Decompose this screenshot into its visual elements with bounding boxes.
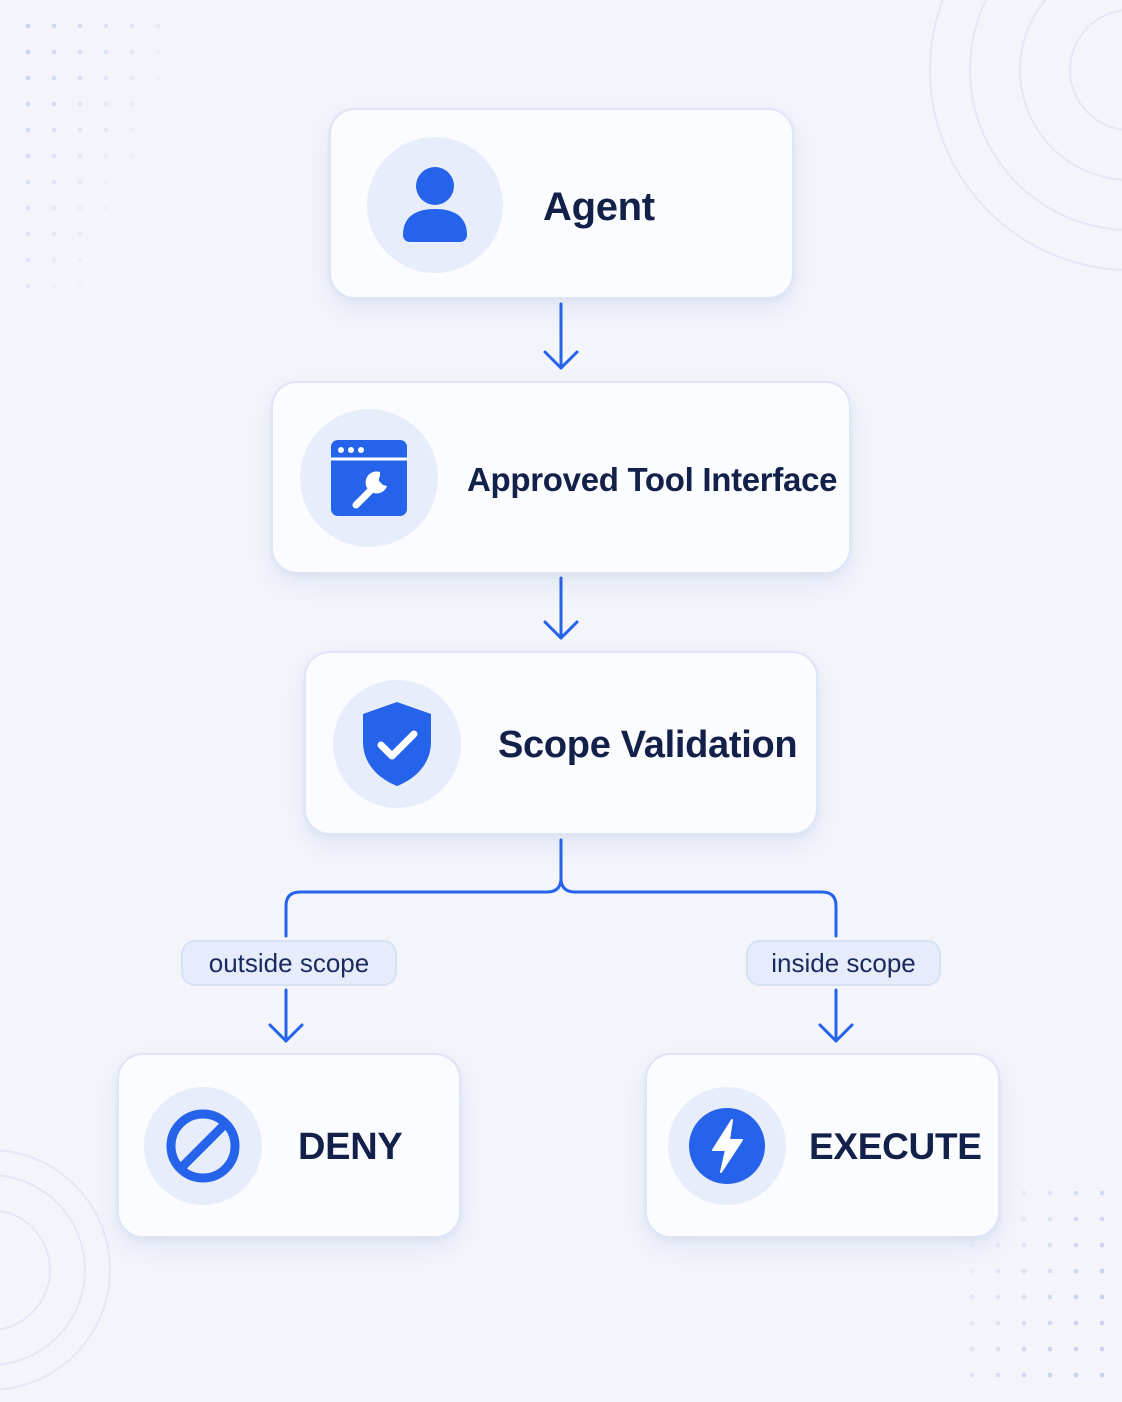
arrow-to-execute	[818, 988, 854, 1043]
outside-scope-badge: outside scope	[181, 940, 397, 986]
arc-rings-top-right	[929, 0, 1122, 271]
dot-grid-top-left	[25, 23, 161, 289]
scope-icon-badge	[333, 680, 461, 808]
deny-node: DENY	[117, 1053, 461, 1238]
agent-node: Agent	[329, 108, 794, 299]
tool-icon-badge	[300, 409, 438, 547]
arrow-tool-to-scope	[543, 576, 579, 640]
dot-grid-bottom-right	[969, 1190, 1105, 1378]
user-icon	[403, 167, 467, 242]
agent-icon-badge	[367, 137, 503, 273]
approved-tool-interface-node: Approved Tool Interface	[271, 381, 851, 574]
prohibited-icon	[166, 1109, 240, 1183]
deny-icon-badge	[144, 1087, 262, 1205]
tool-window-icon	[331, 440, 407, 516]
approved-tool-interface-label: Approved Tool Interface	[467, 461, 838, 498]
shield-check-icon	[363, 702, 431, 786]
scope-validation-label: Scope Validation	[498, 724, 798, 766]
arc-rings-bottom-left	[0, 1149, 111, 1391]
execute-label: EXECUTE	[809, 1126, 982, 1167]
inside-scope-badge: inside scope	[746, 940, 941, 986]
arrow-agent-to-tool	[543, 302, 579, 370]
execute-icon-badge	[668, 1087, 786, 1205]
execute-node: EXECUTE	[645, 1053, 1000, 1238]
deny-label: DENY	[298, 1126, 403, 1168]
scope-validation-node: Scope Validation	[304, 651, 818, 835]
lightning-icon	[689, 1108, 765, 1184]
arrow-to-deny	[268, 988, 304, 1043]
branch-split	[284, 838, 838, 938]
agent-label: Agent	[543, 185, 655, 229]
